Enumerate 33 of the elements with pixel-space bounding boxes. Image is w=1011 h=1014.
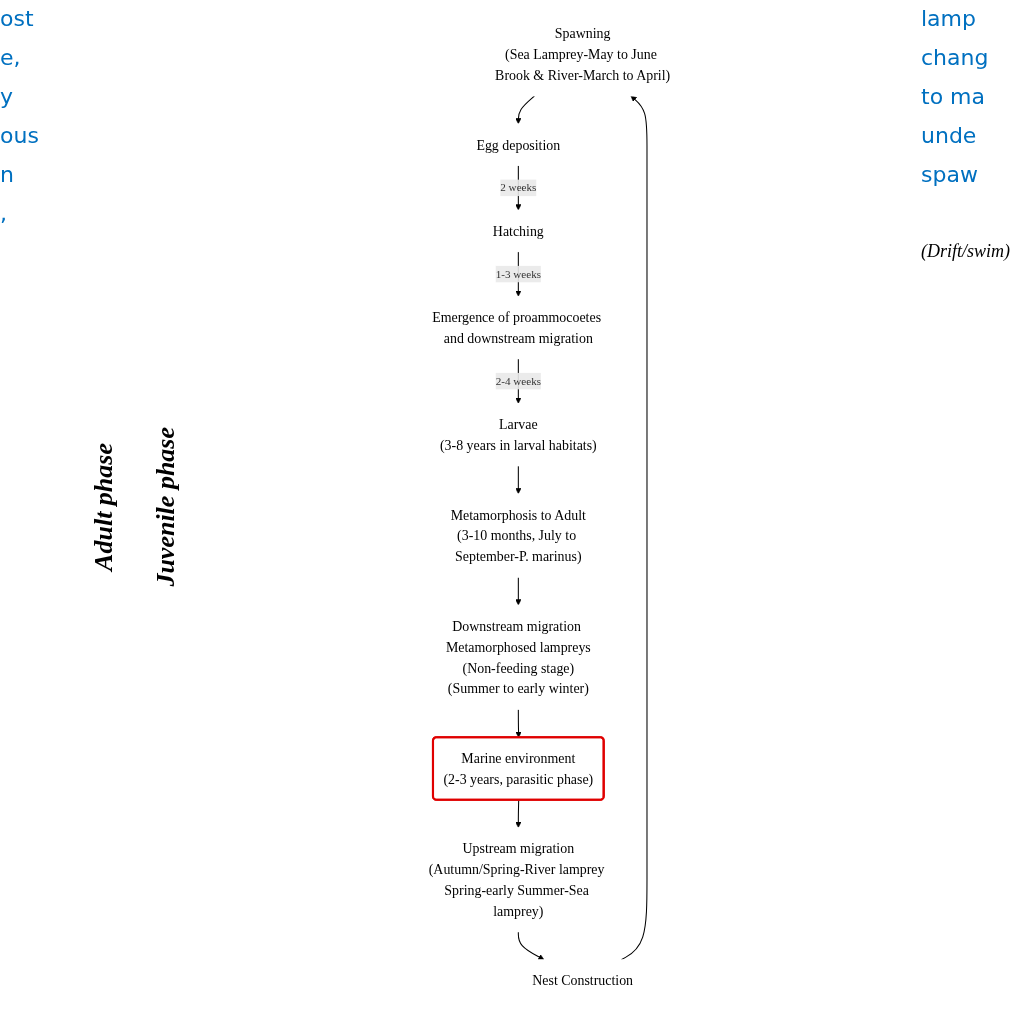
node-text: Metamorphosis to Adult (3-10 months, July to September-P. marinus) bbox=[450, 507, 586, 565]
note-text: , bbox=[0, 201, 8, 226]
arrow bbox=[515, 708, 522, 738]
arrow bbox=[515, 799, 522, 828]
node-text: Upstream migration (Autumn/Spring-River lamprey Spring-early Summer-Sea lamprey) bbox=[428, 840, 605, 919]
node-text: Emergence of proammocoetes and downstream migration bbox=[432, 309, 602, 346]
phase-label: Adult phase bbox=[89, 443, 119, 571]
note-text: n bbox=[0, 162, 15, 187]
arrow bbox=[517, 931, 545, 960]
note-text: ous bbox=[0, 123, 40, 148]
node-text: Hatching bbox=[492, 223, 544, 239]
edge-label: 1-3 weeks bbox=[495, 267, 542, 280]
node-text: Egg deposition bbox=[476, 137, 561, 153]
note-text: lamp bbox=[921, 6, 977, 31]
node-text: Downstream migration Metamorphosed lampreys (Non-feeding stage) (Summer to early winter) bbox=[445, 618, 591, 697]
annotation-text: (Drift/swim) bbox=[921, 241, 1011, 262]
edge-label: 2 weeks bbox=[500, 181, 537, 194]
note-text: unde bbox=[921, 123, 978, 148]
note-text: y bbox=[0, 84, 15, 109]
arrow bbox=[515, 95, 535, 125]
edge-label: 2-4 weeks bbox=[495, 374, 542, 387]
arrow bbox=[515, 576, 522, 606]
node-text: Larvae (3-8 years in larval habitats) bbox=[439, 416, 597, 453]
phase-label: Juvenile phase bbox=[151, 427, 181, 587]
note-text: e, bbox=[0, 45, 22, 70]
note-text: ost bbox=[0, 6, 35, 31]
node-text: Nest Construction bbox=[532, 972, 634, 989]
node-text: Spawning (Sea Lamprey-May to June Brook & River-March to April) bbox=[495, 25, 671, 83]
arrow bbox=[620, 95, 648, 961]
note-text: to ma bbox=[921, 84, 986, 109]
note-text: chang bbox=[921, 45, 990, 70]
note-text: spaw bbox=[921, 162, 979, 187]
arrow bbox=[515, 465, 522, 495]
